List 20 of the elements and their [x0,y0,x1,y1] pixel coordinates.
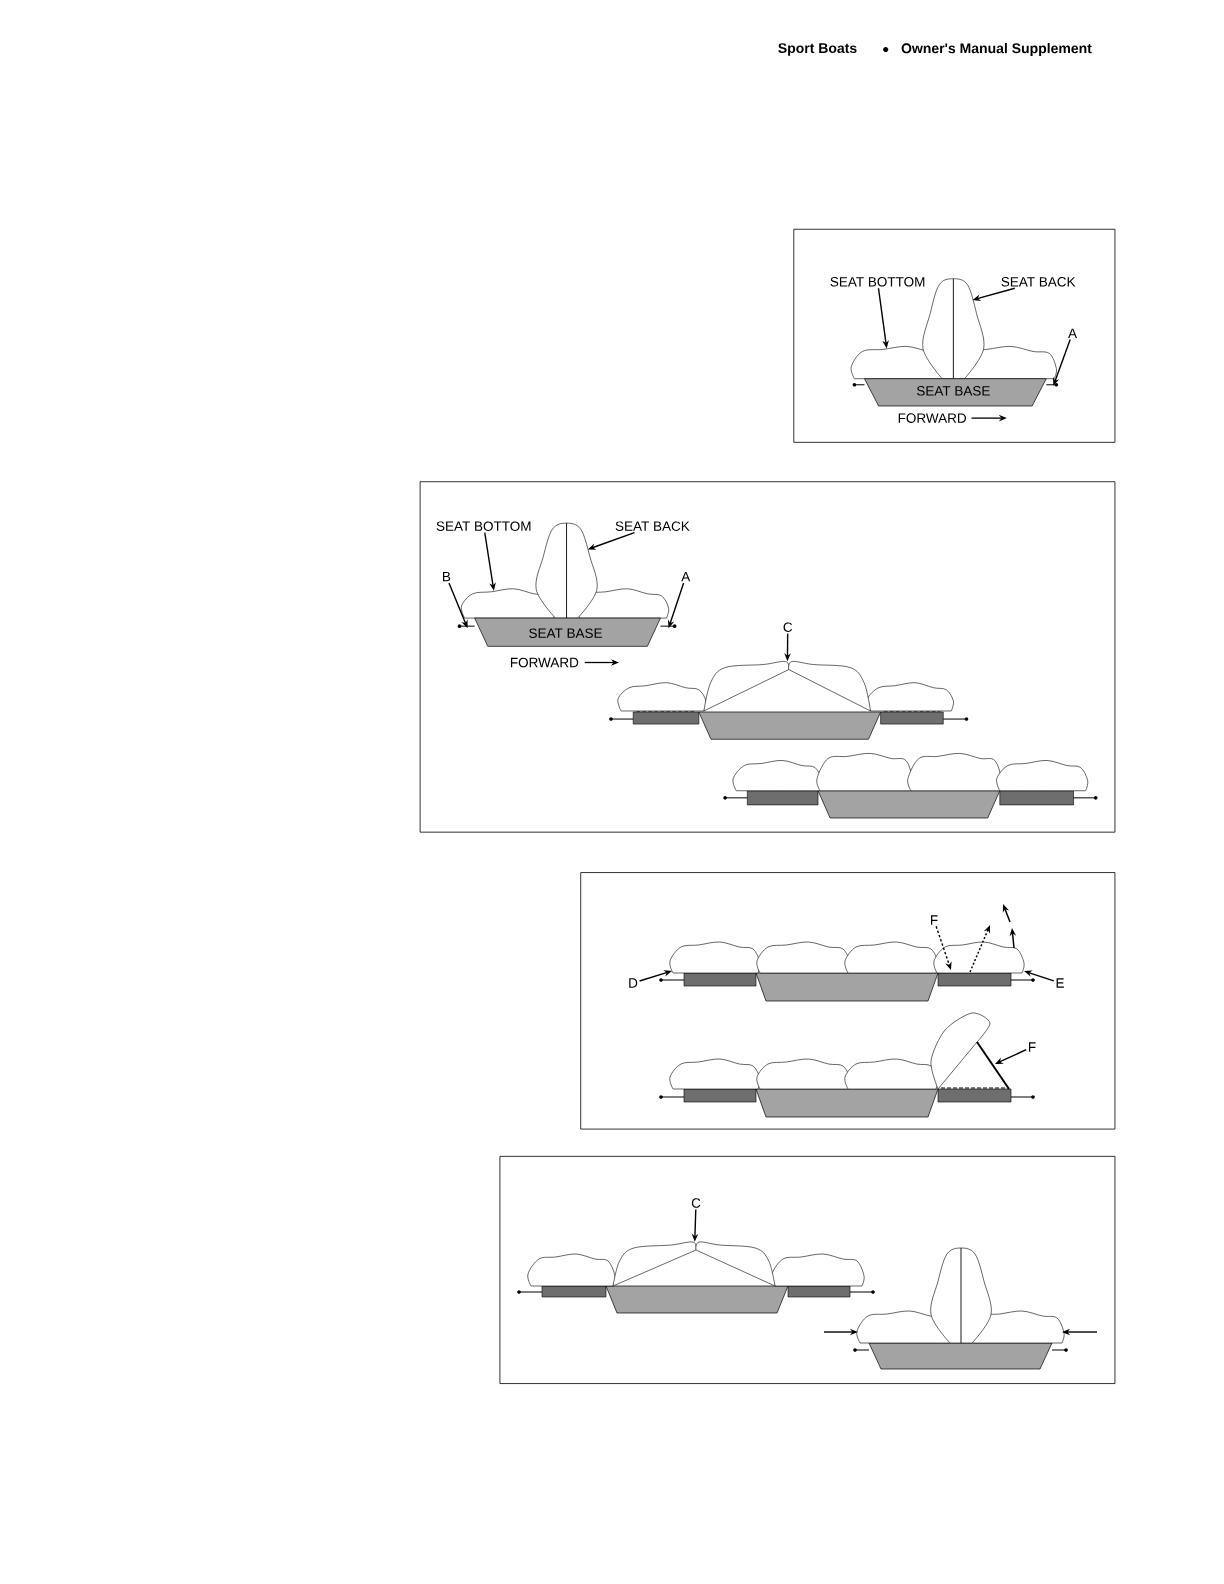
part-label: SEAT BOTTOM [830,277,925,287]
folded-backrest-drawing [612,1241,776,1287]
part-label: SEAT BACK [1001,277,1076,287]
callout-letter: E [1056,978,1064,988]
callout-letter: F [1029,1042,1036,1052]
part-label: SEAT BACK [615,521,690,531]
header-text: Owner's Manual Supplement [901,42,1092,56]
callout-letter: D [629,978,638,988]
callout-letter: A [681,572,691,582]
callout-letter: C [783,622,793,632]
part-label: SEAT BOTTOM [436,521,531,531]
callout-letter: B [443,572,451,582]
seat-base: SEAT BASE [852,378,1059,407]
header-text: Sport Boats [778,43,857,56]
folded-backrest-drawing [703,661,871,712]
callout-letter: F [931,915,938,925]
leader-arrow [995,1049,1027,1064]
seat-base: SEAT BASE [457,617,677,647]
callout-letter: C [691,1198,701,1208]
callout-letter: A [1068,328,1077,338]
